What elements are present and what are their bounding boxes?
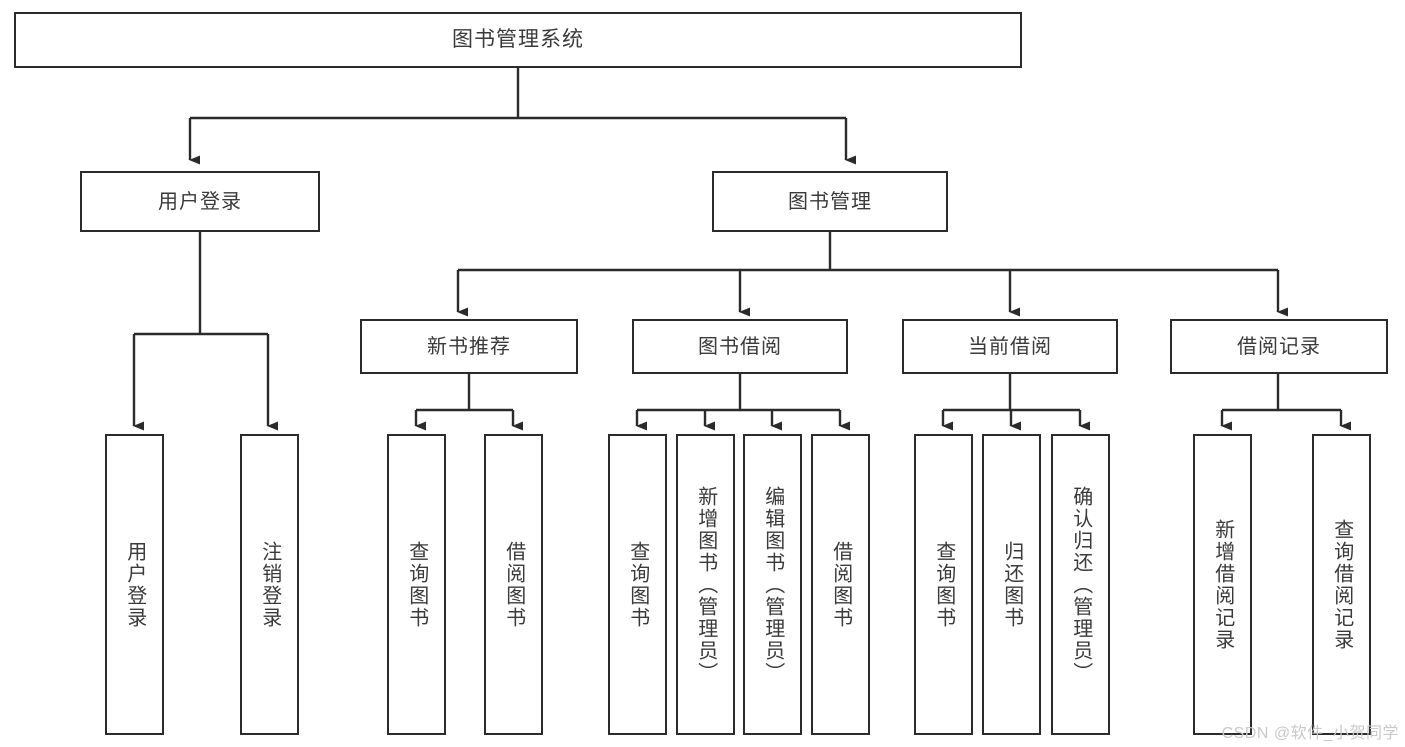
leaf-confirm-return-admin[interactable]: 确认归还（管理员） <box>1051 434 1110 735</box>
node-user-login[interactable]: 用户登录 <box>80 171 320 232</box>
node-borrow-record[interactable]: 借阅记录 <box>1170 319 1388 374</box>
node-new-book-recommend[interactable]: 新书推荐 <box>360 319 578 374</box>
leaf-add-borrow-record[interactable]: 新增借阅记录 <box>1193 434 1252 735</box>
leaf-logout[interactable]: 注销登录 <box>240 434 299 735</box>
node-root[interactable]: 图书管理系统 <box>14 12 1022 68</box>
leaf-query-book-current[interactable]: 查询图书 <box>914 434 973 735</box>
leaf-user-login[interactable]: 用户登录 <box>105 434 164 735</box>
leaf-query-borrow-record[interactable]: 查询借阅记录 <box>1312 434 1371 735</box>
node-current-borrow[interactable]: 当前借阅 <box>902 319 1118 374</box>
leaf-edit-book-admin[interactable]: 编辑图书（管理员） <box>743 434 802 735</box>
leaf-query-book-recommend[interactable]: 查询图书 <box>387 434 446 735</box>
leaf-add-book-admin[interactable]: 新增图书（管理员） <box>676 434 735 735</box>
leaf-query-book-borrow[interactable]: 查询图书 <box>608 434 667 735</box>
csdn-watermark: CSDN @软件_小贺同学 <box>1221 725 1399 742</box>
leaf-borrow-book[interactable]: 借阅图书 <box>811 434 870 735</box>
leaf-return-book[interactable]: 归还图书 <box>982 434 1041 735</box>
node-book-management[interactable]: 图书管理 <box>712 171 948 232</box>
leaf-borrow-book-recommend[interactable]: 借阅图书 <box>484 434 543 735</box>
node-book-borrow[interactable]: 图书借阅 <box>632 319 848 374</box>
